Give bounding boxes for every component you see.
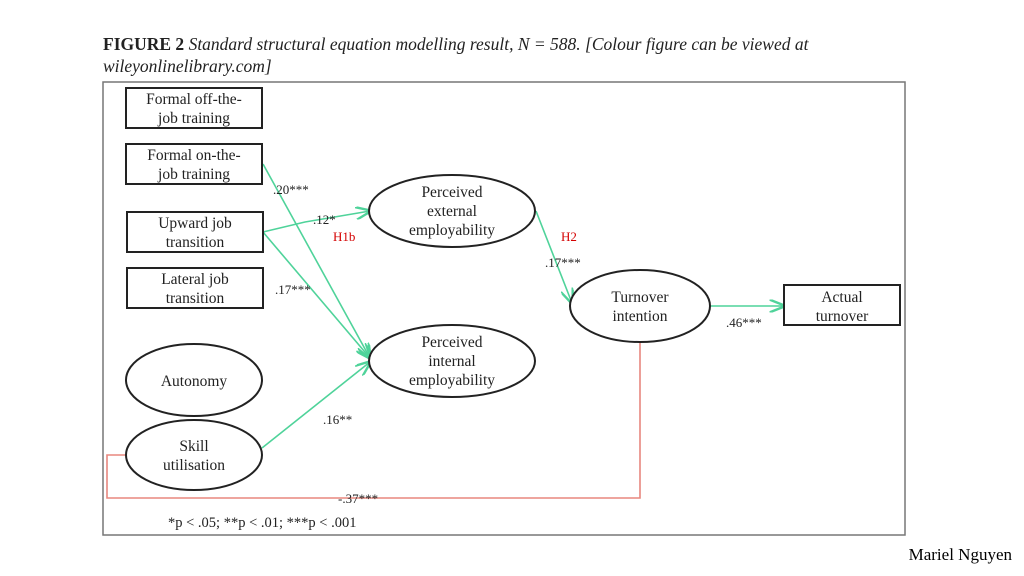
coef-onjob-pie: .20*** [273,182,309,197]
node-label: job training [157,110,230,127]
node-turnover [569,269,711,343]
node-autonomy [125,343,263,417]
node-label: internal [428,353,475,370]
author-name: Mariel Nguyen [908,545,1012,564]
coef-pee-turnover: .17*** [545,255,581,270]
node-label: Formal on-the- [147,147,240,164]
node-pee [368,174,536,248]
edge-onjob-pie [262,163,370,358]
node-label: intention [612,308,667,325]
edge-skill-turnover [106,342,641,499]
node-pie [368,324,536,398]
footnote: *p < .05; **p < .01; ***p < .001 [168,515,356,531]
node-label: utilisation [163,457,225,474]
edge-upward-pee [262,211,370,233]
edge-pee-turnover [535,210,572,303]
node-label: external [427,203,477,220]
node-lateral [126,267,264,309]
coef-skill-pie: .16** [323,412,352,427]
node-label: employability [409,372,495,389]
node-label: Skill [179,438,208,455]
node-on-job [125,143,263,185]
figure-caption-text: Standard structural equation modelling r… [103,34,809,76]
node-label: Turnover [611,289,669,306]
coef-turnover-actual: .46*** [726,315,762,330]
coef-skill-turnover: -.37*** [338,491,378,506]
node-label: Formal off-the- [146,91,242,108]
node-off-job [125,87,263,129]
node-label: transition [166,234,225,251]
figure-label: FIGURE 2 [103,34,185,54]
node-actual [783,284,901,326]
node-label: turnover [816,308,869,325]
node-label: transition [166,290,225,307]
annotation-h1b: H1b [333,229,355,244]
node-skill [125,419,263,491]
node-label: Lateral job [161,271,229,288]
edge-skill-pie [261,362,370,449]
coef-upward-pee: .12* [313,212,336,227]
node-label: Autonomy [161,373,228,390]
node-label: Upward job [158,215,232,232]
node-label: job training [157,166,230,183]
node-upward [126,211,264,253]
annotation-h2: H2 [561,229,577,244]
node-label: employability [409,222,495,239]
edge-upward-pie [262,231,370,358]
node-label: Perceived [421,334,482,351]
node-label: Actual [821,289,862,306]
node-label: Perceived [421,184,482,201]
coef-upward-pie: .17*** [275,282,311,297]
figure-caption: FIGURE 2 Standard structural equation mo… [103,33,913,77]
